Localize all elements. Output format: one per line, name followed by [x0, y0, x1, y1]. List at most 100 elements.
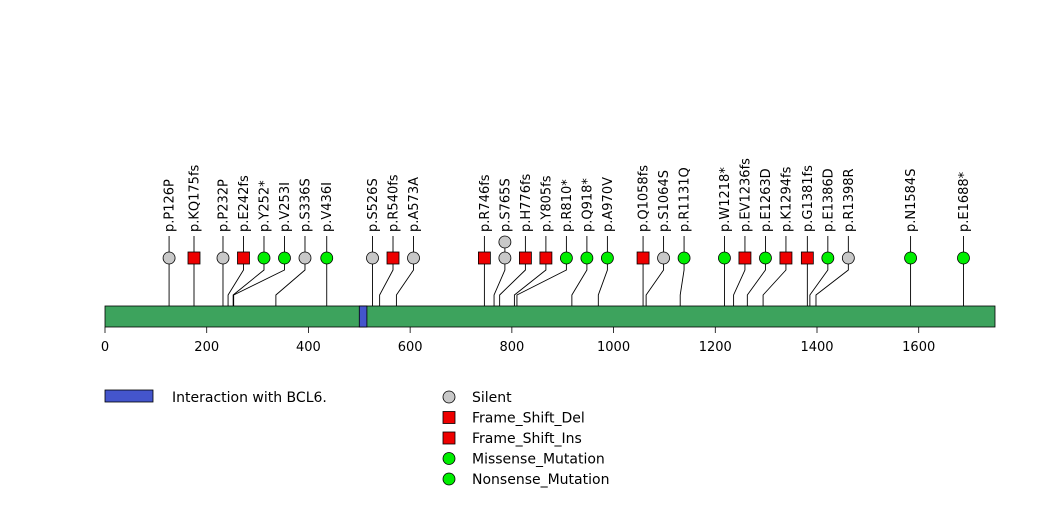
- legend-mutation-label: Nonsense_Mutation: [472, 472, 609, 488]
- connector-line: [395, 258, 414, 306]
- connector-line: [571, 258, 588, 306]
- legend-marker-circle: [442, 390, 456, 404]
- legend-marker-square: [442, 431, 456, 445]
- mutation-marker: [498, 235, 512, 249]
- mutation-marker: [162, 251, 176, 265]
- mutation-label: p.S526S: [366, 178, 381, 232]
- domain-interaction-with-bcl6: [358, 305, 368, 328]
- mutation-label: p.V253I: [278, 182, 293, 232]
- legend-mutation-label: Silent: [472, 390, 512, 406]
- mutation-label: p.V436I: [320, 182, 335, 232]
- connector-line: [733, 258, 746, 306]
- mutation-label: p.S765S: [498, 178, 513, 232]
- connector-line: [809, 258, 829, 306]
- mutation-label: p.K1294fs: [779, 166, 794, 232]
- mutation-label: p.R1131Q: [678, 167, 693, 232]
- connector-line: [516, 258, 567, 306]
- mutation-label: p.E1386D: [821, 168, 836, 232]
- mutation-marker: [841, 251, 855, 265]
- mutation-marker: [636, 251, 650, 265]
- legend-marker-square: [442, 411, 456, 424]
- connector-line: [227, 258, 244, 306]
- mutation-label: p.Q1058fs: [637, 165, 652, 232]
- mutation-marker: [298, 251, 312, 265]
- x-axis-tick-label: 600: [398, 340, 423, 355]
- connector-line: [597, 258, 608, 306]
- mutation-marker: [237, 251, 250, 265]
- mutation-marker: [600, 251, 614, 265]
- mutation-label: p.KQ175fs: [188, 164, 203, 232]
- mutation-label: p.E1688*: [957, 171, 972, 232]
- connector-line: [679, 258, 685, 306]
- mutation-label: p.Y805fs: [539, 175, 554, 232]
- mutation-marker: [386, 251, 400, 265]
- mutation-marker: [257, 251, 271, 265]
- legend-mutation-label: Frame_Shift_Ins: [472, 431, 582, 447]
- mutation-label: p.R1398R: [842, 168, 857, 232]
- x-axis-tick-label: 1600: [902, 340, 935, 355]
- mutation-marker: [407, 251, 420, 265]
- legend-marker-circle: [442, 472, 456, 486]
- protein-bar: [104, 305, 996, 328]
- mutation-marker: [718, 251, 731, 265]
- mutation-marker: [498, 251, 512, 265]
- mutation-label: p.P126P: [163, 179, 178, 232]
- connector-line: [233, 258, 285, 306]
- legend-domain-label: Interaction with BCL6.: [172, 390, 327, 406]
- legend-marker-circle: [442, 452, 456, 465]
- mutation-marker: [187, 251, 201, 265]
- mutation-label: p.W1218*: [718, 167, 733, 232]
- connector-line: [499, 258, 526, 306]
- mutation-label: p.G1381fs: [801, 165, 816, 232]
- mutation-marker: [759, 251, 772, 265]
- mutation-marker: [779, 251, 793, 265]
- x-axis-tick-label: 200: [194, 340, 219, 355]
- connector-line: [275, 258, 306, 306]
- mutation-marker: [518, 251, 532, 265]
- mutation-marker: [904, 251, 917, 265]
- mutation-marker: [800, 251, 814, 265]
- mutation-label: p.S336S: [298, 178, 313, 232]
- mutation-label: p.R810*: [560, 179, 575, 232]
- mutation-marker: [677, 251, 691, 265]
- legend-mutation-label: Frame_Shift_Del: [472, 411, 585, 427]
- mutation-marker: [477, 251, 491, 265]
- legend-mutation-label: Missense_Mutation: [472, 452, 605, 468]
- x-axis-tick-label: 1400: [800, 340, 833, 355]
- mutation-marker: [216, 251, 230, 265]
- mutation-label: p.Q918*: [580, 178, 595, 232]
- mutation-label: p.E1263D: [759, 168, 774, 232]
- x-axis-tick-label: 800: [499, 340, 524, 355]
- mutation-marker: [821, 251, 835, 265]
- mutation-marker: [657, 251, 670, 265]
- mutation-marker: [278, 251, 291, 265]
- connector-line: [645, 258, 665, 306]
- connector-line: [815, 258, 849, 306]
- x-axis-tick-label: 0: [101, 340, 109, 355]
- x-axis-tick-label: 400: [296, 340, 321, 355]
- mutation-marker: [559, 251, 573, 265]
- mutation-label: p.EV1236fs: [738, 158, 753, 232]
- mutation-label: p.Y252*: [257, 180, 272, 232]
- mutation-label: p.A573A: [407, 177, 422, 232]
- mutation-marker: [366, 251, 379, 265]
- mutation-label: p.R540fs: [387, 174, 402, 232]
- connector-line: [762, 258, 787, 306]
- mutation-marker: [539, 251, 553, 265]
- connector-line: [379, 258, 394, 306]
- mutation-label: p.H776fs: [519, 173, 534, 232]
- mutation-marker: [320, 251, 334, 265]
- mutation-marker: [580, 251, 594, 265]
- legend-domain-swatch: [104, 389, 154, 403]
- mutation-label: p.A970V: [601, 177, 616, 232]
- mutation-marker: [957, 251, 970, 265]
- mutation-marker: [738, 251, 752, 265]
- mutation-label: p.P232P: [216, 179, 231, 232]
- mutation-label: p.E242fs: [237, 175, 252, 232]
- x-axis-tick-label: 1000: [597, 340, 630, 355]
- mutation-label: p.S1064S: [657, 170, 672, 232]
- mutation-label: p.N1584S: [904, 169, 919, 232]
- x-axis-tick-label: 1200: [699, 340, 732, 355]
- connector-line: [513, 258, 547, 306]
